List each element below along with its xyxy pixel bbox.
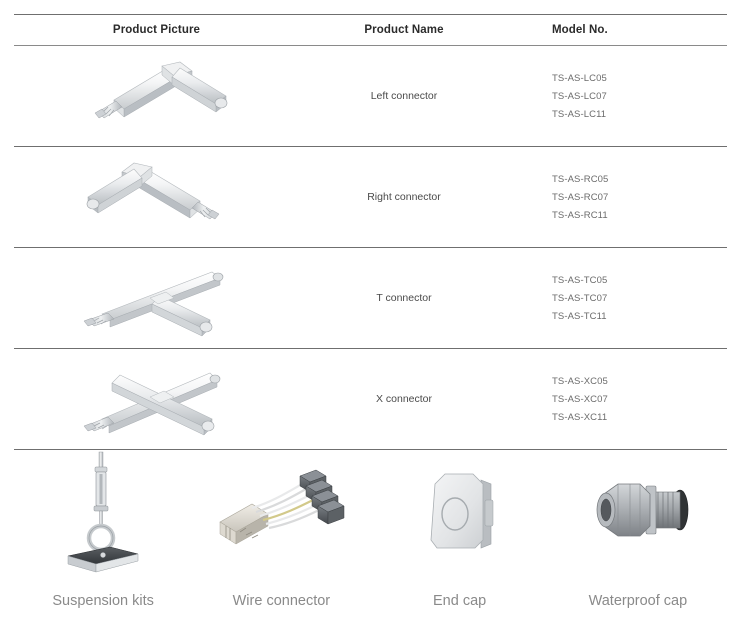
- header-product-name: Product Name: [364, 24, 444, 36]
- accessory-item: Wire connector: [192, 452, 370, 609]
- wire-connector-image: [192, 452, 370, 577]
- model-number: TS-AS-LC11: [552, 108, 607, 120]
- model-number: TS-AS-RC05: [552, 173, 609, 185]
- model-number: TS-AS-TC11: [552, 310, 607, 322]
- t-connector-image: [14, 248, 299, 348]
- accessory-label: Waterproof cap: [588, 593, 688, 609]
- end-cap-image: [371, 452, 549, 577]
- product-name: T connector: [376, 292, 432, 304]
- accessories-row: Suspension kits: [14, 451, 727, 609]
- table-row: X connector TS-AS-XC05 TS-AS-XC07 TS-AS-…: [14, 349, 727, 449]
- header-model-no: Model No.: [552, 24, 608, 36]
- header-product-picture: Product Picture: [112, 24, 201, 36]
- table-row-rule: [14, 247, 727, 248]
- accessory-item: Waterproof cap: [549, 452, 727, 609]
- table-row-rule: [14, 348, 727, 349]
- accessory-item: Suspension kits: [14, 451, 192, 609]
- accessory-label: End cap: [433, 593, 487, 609]
- model-list: TS-AS-LC05 TS-AS-LC07 TS-AS-LC11: [509, 73, 727, 120]
- product-name: X connector: [375, 393, 433, 405]
- product-name: Left connector: [370, 90, 438, 102]
- model-list: TS-AS-TC05 TS-AS-TC07 TS-AS-TC11: [509, 275, 727, 322]
- waterproof-cap-image: [549, 452, 727, 577]
- model-number: TS-AS-XC05: [552, 375, 608, 387]
- table-top-rule: [14, 14, 727, 15]
- model-number: TS-AS-TC07: [552, 292, 608, 304]
- model-number: TS-AS-LC05: [552, 72, 607, 84]
- table-row-rule: [14, 146, 727, 147]
- table-row: T connector TS-AS-TC05 TS-AS-TC07 TS-AS-…: [14, 248, 727, 348]
- model-number: TS-AS-LC07: [552, 90, 607, 102]
- suspension-kit-image: [14, 451, 192, 577]
- connector-table: Product Picture Product Name Model No.: [14, 14, 727, 450]
- accessory-item: End cap: [371, 452, 549, 609]
- model-list: TS-AS-XC05 TS-AS-XC07 TS-AS-XC11: [509, 376, 727, 423]
- product-name: Right connector: [367, 191, 441, 203]
- accessory-label: Suspension kits: [52, 593, 154, 609]
- model-number: TS-AS-RC07: [552, 191, 609, 203]
- accessory-label: Wire connector: [232, 593, 331, 609]
- table-bottom-rule: [14, 449, 727, 450]
- table-row: Right connector TS-AS-RC05 TS-AS-RC07 TS…: [14, 147, 727, 247]
- model-number: TS-AS-XC11: [552, 411, 608, 423]
- model-number: TS-AS-XC07: [552, 393, 608, 405]
- model-list: TS-AS-RC05 TS-AS-RC07 TS-AS-RC11: [509, 174, 727, 221]
- model-number: TS-AS-RC11: [552, 209, 608, 221]
- model-number: TS-AS-TC05: [552, 274, 608, 286]
- table-row: Left connector TS-AS-LC05 TS-AS-LC07 TS-…: [14, 46, 727, 146]
- table-header-row: Product Picture Product Name Model No.: [14, 15, 727, 45]
- right-connector-image: [14, 147, 299, 247]
- x-connector-image: [14, 349, 299, 449]
- table-header-rule: [14, 45, 727, 46]
- left-connector-image: [14, 46, 299, 146]
